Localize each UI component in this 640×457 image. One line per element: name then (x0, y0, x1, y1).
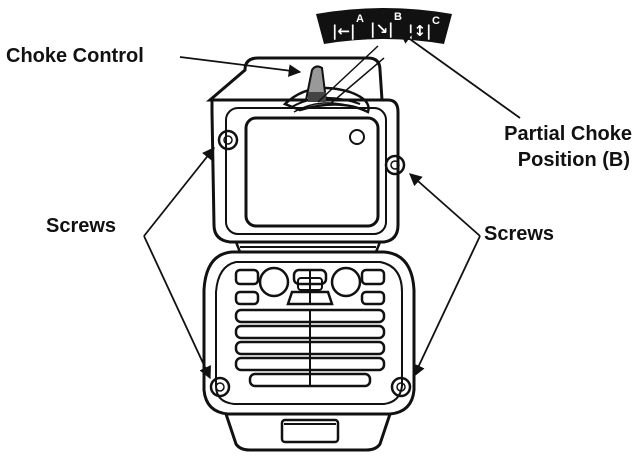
screw-icon (390, 376, 412, 398)
dial-letter-c: C (432, 15, 440, 27)
leader-lines (143, 31, 521, 380)
lower-housing (202, 250, 416, 416)
label-screws-right: Screws (484, 223, 554, 245)
dial-symbol-a: |←| (332, 22, 356, 41)
screw-icon (217, 129, 239, 151)
dial-letter-a: A (356, 13, 364, 25)
screw-icon (209, 376, 231, 398)
indicator-hole (349, 129, 365, 145)
bottom-plate (223, 412, 393, 452)
dial-icon: |←| A |↘| B |↕| C (316, 8, 452, 44)
label-partial-choke-line1: Partial Choke (504, 123, 632, 145)
vent-slots (234, 308, 386, 388)
left-knob (258, 266, 290, 298)
choke-lever-icon (304, 65, 328, 102)
label-partial-choke-line2: Position (B) (518, 149, 630, 171)
upper-housing (205, 56, 400, 244)
label-screws-left: Screws (46, 215, 116, 237)
screw-icon (384, 154, 406, 176)
dial-symbol-c: |↕| (408, 22, 432, 41)
dial-letter-b: B (394, 11, 402, 23)
display-window (244, 116, 380, 228)
right-knob (330, 266, 362, 298)
dial-symbol-b: |↘| (370, 20, 394, 39)
label-choke-control: Choke Control (6, 45, 144, 67)
